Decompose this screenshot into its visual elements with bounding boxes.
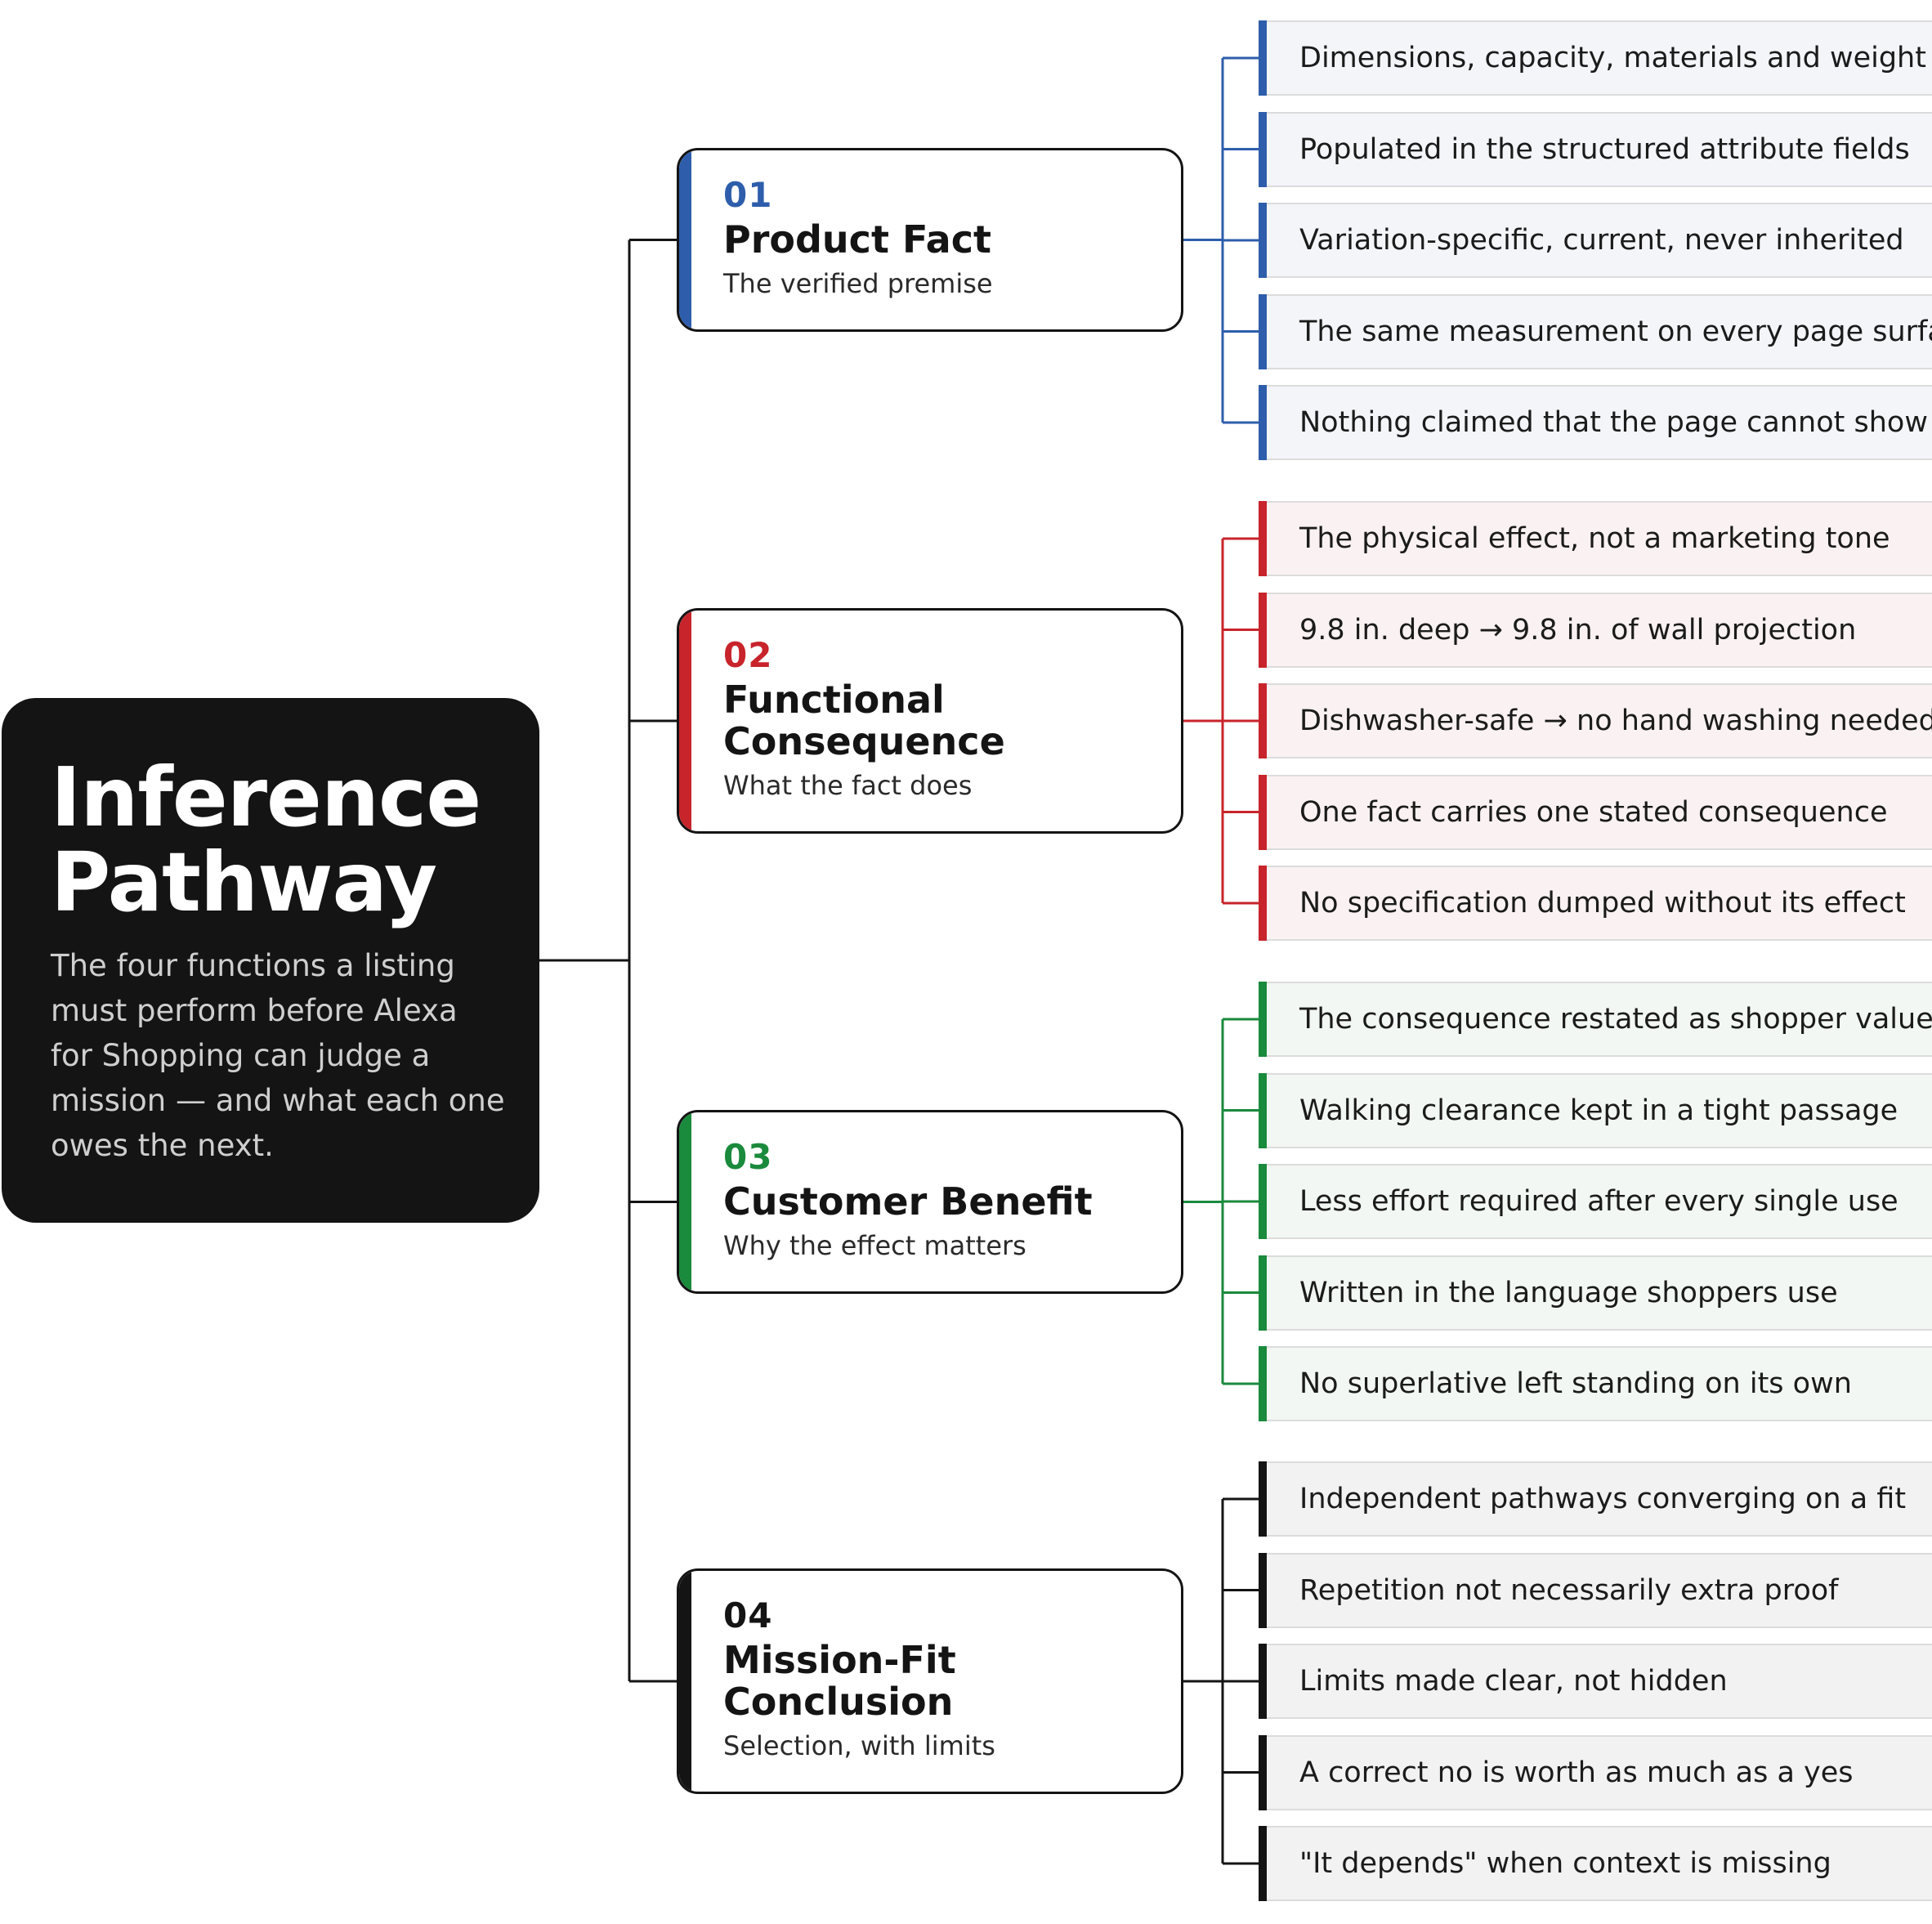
leaf-text: Nothing claimed that the page cannot sho… [1299, 406, 1928, 439]
leaf-text: Limits made clear, not hidden [1299, 1665, 1728, 1698]
category-subtitle: The verified premise [723, 268, 993, 299]
leaf-accent-bar [1259, 866, 1267, 941]
leaf-text: "It depends" when context is missing [1299, 1847, 1831, 1880]
leaf-item: Walking clearance kept in a tight passag… [1259, 1072, 1932, 1148]
leaf-item: Independent pathways converging on a fit [1259, 1461, 1932, 1537]
leaf-text: Variation-specific, current, never inher… [1299, 224, 1904, 257]
category-number: 03 [723, 1137, 773, 1177]
leaf-text: Walking clearance kept in a tight passag… [1299, 1094, 1898, 1127]
leaf-item: Nothing claimed that the page cannot sho… [1259, 385, 1932, 460]
leaf-item: The physical effect, not a marketing ton… [1259, 501, 1932, 576]
leaf-item: A correct no is worth as much as a yes [1259, 1734, 1932, 1810]
category-accent-bar [679, 1112, 691, 1291]
leaf-item: 9.8 in. deep → 9.8 in. of wall projectio… [1259, 592, 1932, 668]
leaf-accent-bar [1259, 111, 1267, 187]
leaf-text: 9.8 in. deep → 9.8 in. of wall projectio… [1299, 613, 1857, 647]
category-subtitle: Why the effect matters [723, 1230, 1026, 1261]
leaf-text: The consequence restated as shopper valu… [1299, 1003, 1932, 1036]
leaf-item: No specification dumped without its effe… [1259, 866, 1932, 941]
leaf-accent-bar [1259, 1644, 1267, 1719]
category-number: 04 [723, 1595, 773, 1635]
category-accent-bar [679, 150, 691, 329]
leaf-accent-bar [1259, 774, 1267, 850]
leaf-text: No specification dumped without its effe… [1299, 887, 1906, 919]
root-node: Inference Pathway The four functions a l… [2, 698, 539, 1223]
leaf-item: Dimensions, capacity, materials and weig… [1259, 20, 1932, 96]
root-description: The four functions a listing must perfor… [51, 948, 505, 1163]
leaf-text: Written in the language shoppers use [1299, 1276, 1838, 1309]
category-title: Product Fact [723, 217, 991, 262]
leaf-text: No superlative left standing on its own [1299, 1367, 1852, 1400]
leaf-accent-bar [1259, 501, 1267, 576]
category-accent-bar [679, 1571, 691, 1792]
leaf-text: One fact carries one stated consequence [1299, 795, 1888, 829]
leaf-accent-bar [1259, 293, 1267, 369]
category-accent-bar [679, 611, 691, 831]
leaf-accent-bar [1259, 1734, 1267, 1810]
root-title: Inference Pathway [51, 749, 481, 930]
leaf-accent-bar [1259, 1552, 1267, 1628]
leaf-item: Less effort required after every single … [1259, 1164, 1932, 1239]
category-subtitle: What the fact does [723, 770, 973, 801]
leaf-item: Dishwasher-safe → no hand washing needed [1259, 683, 1932, 758]
leaf-accent-bar [1259, 1164, 1267, 1239]
leaf-item: Limits made clear, not hidden [1259, 1644, 1932, 1719]
leaf-text: Dimensions, capacity, materials and weig… [1299, 42, 1926, 74]
category-title: Functional Consequence [723, 678, 1005, 763]
leaf-accent-bar [1259, 982, 1267, 1057]
leaf-accent-bar [1259, 1461, 1267, 1537]
leaf-accent-bar [1259, 1072, 1267, 1148]
leaf-text: The same measurement on every page surfa… [1299, 315, 1932, 348]
leaf-accent-bar [1259, 385, 1267, 460]
leaf-item: Variation-specific, current, never inher… [1259, 203, 1932, 278]
leaf-item: No superlative left standing on its own [1259, 1346, 1932, 1421]
leaf-text: Dishwasher-safe → no hand washing needed [1299, 705, 1932, 737]
leaf-item: "It depends" when context is missing [1259, 1826, 1932, 1901]
leaf-item: Written in the language shoppers use [1259, 1255, 1932, 1331]
leaf-text: Repetition not necessarily extra proof [1299, 1573, 1839, 1607]
leaf-accent-bar [1259, 203, 1267, 278]
leaf-item: One fact carries one stated consequence [1259, 774, 1932, 850]
category-number: 02 [723, 635, 773, 675]
category-number: 01 [723, 175, 773, 215]
leaf-accent-bar [1259, 592, 1267, 668]
leaf-item: The consequence restated as shopper valu… [1259, 982, 1932, 1057]
category-subtitle: Selection, with limits [723, 1730, 995, 1761]
leaf-item: Repetition not necessarily extra proof [1259, 1552, 1932, 1628]
leaf-accent-bar [1259, 683, 1267, 758]
leaf-accent-bar [1259, 1255, 1267, 1331]
leaf-item: Populated in the structured attribute fi… [1259, 111, 1932, 187]
leaf-text: A correct no is worth as much as a yes [1299, 1756, 1854, 1789]
leaf-accent-bar [1259, 1346, 1267, 1421]
category-title: Mission-Fit Conclusion [723, 1638, 956, 1724]
leaf-accent-bar [1259, 20, 1267, 96]
leaf-accent-bar [1259, 1826, 1267, 1901]
leaf-item: The same measurement on every page surfa… [1259, 293, 1932, 369]
leaf-text: The physical effect, not a marketing ton… [1299, 522, 1890, 555]
leaf-text: Independent pathways converging on a fit [1299, 1483, 1907, 1515]
leaf-text: Less effort required after every single … [1299, 1185, 1898, 1218]
category-title: Customer Benefit [723, 1179, 1093, 1224]
leaf-text: Populated in the structured attribute fi… [1299, 132, 1910, 166]
